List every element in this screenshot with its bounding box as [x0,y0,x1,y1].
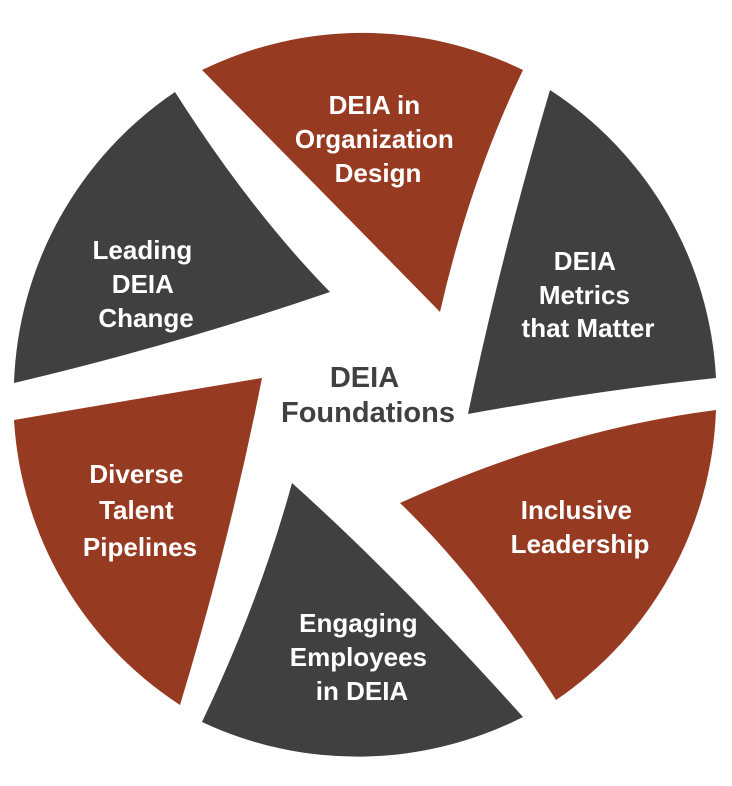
segment-talent-pipelines: Diverse Talent Pipelines [14,378,262,705]
svg-text:Diverse Talent Pip: Diverse Talent Pipelines [83,459,197,562]
segment-engaging-employees-shape [202,483,523,757]
segment-talent-pipelines-line-1: Diverse [89,459,183,489]
segment-organization-design: DEIA in Organization Design [202,32,523,312]
segment-metrics: DEIA Metrics that Matter [468,90,716,414]
segment-organization-design-shape [202,32,523,312]
segment-leading-change-line-2: DEIA [112,269,174,299]
segment-inclusive-leadership: Inclusive Leadership [400,410,716,700]
segment-talent-pipelines-line-2: Talent [99,495,174,525]
segment-leading-change-line-3: Change [98,303,193,333]
segment-metrics-line-2: Metrics [539,280,630,310]
segment-inclusive-leadership-line-1: Inclusive [521,495,632,525]
segment-engaging-employees: Engaging Employees in DEIA [202,483,523,757]
segment-organization-design-line-3: Design [335,158,422,188]
svg-text:DEIA Metrics that: DEIA Metrics that Matter [522,246,655,343]
segment-engaging-employees-line-2: Employees [290,642,427,672]
center-title-line-1: DEIA [330,362,399,394]
segment-engaging-employees-line-1: Engaging [299,608,417,638]
svg-text:Inclusive Leadership: Inclusive Leadership [511,495,650,559]
segment-leading-change: Leading DEIA Change [14,92,330,383]
segment-metrics-shape [468,90,716,414]
segment-organization-design-line-1: DEIA in [329,90,420,120]
svg-text:DEIA Foundations: DEIA Foundations [281,362,455,429]
segment-inclusive-leadership-line-2: Leadership [511,529,650,559]
segment-leading-change-line-1: Leading [93,235,193,265]
center-hub: DEIA Foundations [281,362,455,429]
center-title-line-2: Foundations [281,397,455,429]
segment-engaging-employees-line-3: in DEIA [316,676,409,706]
segment-metrics-line-1: DEIA [554,246,616,276]
segment-talent-pipelines-shape [14,378,262,705]
segment-talent-pipelines-line-3: Pipelines [83,532,197,562]
segment-organization-design-line-2: Organization [295,124,454,154]
svg-text:Engaging Employees: Engaging Employees in DEIA [290,608,435,706]
segment-inclusive-leadership-shape [400,410,716,700]
svg-text:DEIA in Organization: DEIA in Organization Design [295,90,461,188]
segment-metrics-line-3: that Matter [522,313,655,343]
svg-text:Leading DEIA Chang: Leading DEIA Change [93,235,200,333]
segment-leading-change-shape [14,92,330,383]
